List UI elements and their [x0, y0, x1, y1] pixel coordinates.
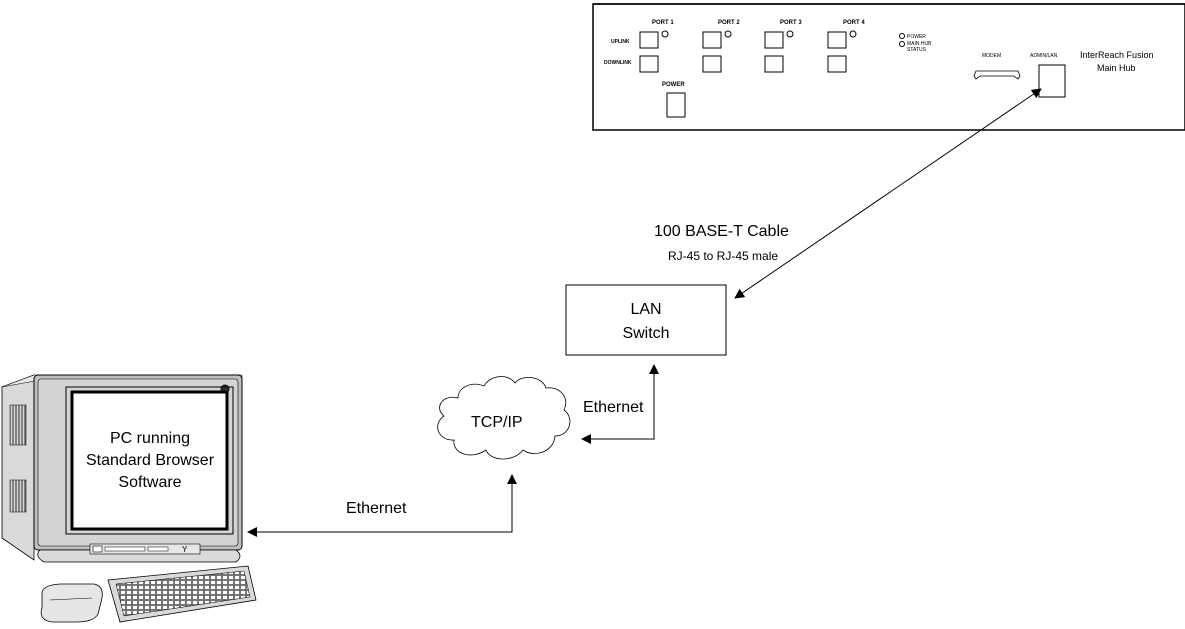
port-4-uplink: [827, 31, 847, 49]
pc-line2: Standard Browser: [86, 452, 215, 469]
ethernet-lower-label: Ethernet: [346, 500, 407, 517]
switch-line1: LAN: [630, 301, 661, 318]
cable-line: [734, 88, 1042, 299]
main-hub-panel: PORT 1 PORT 2 PORT 3 PORT 4 UPLINK DOWNL…: [592, 3, 1185, 131]
cable-subtitle: RJ-45 to RJ-45 male: [668, 249, 778, 263]
admin-lan-label: ADMIN/LAN: [1030, 53, 1058, 59]
port-2-uplink: [702, 31, 722, 49]
port-2-downlink: [702, 55, 722, 73]
port-4-downlink: [827, 55, 847, 73]
cable-title: 100 BASE-T Cable: [654, 223, 789, 240]
pc-cloud-link: [247, 474, 517, 537]
power-led-label: POWER: [907, 34, 926, 40]
ethernet-upper-label: Ethernet: [583, 399, 644, 416]
main-hub-status-led: [899, 41, 905, 47]
tcp-ip-cloud: TCP/IP: [437, 376, 571, 460]
downlink-label: DOWNLINK: [604, 60, 632, 66]
port-1-downlink: [639, 55, 659, 73]
port-2-label: PORT 2: [718, 20, 740, 26]
cloud-label: TCP/IP: [471, 414, 523, 431]
modem-label: MODEM: [982, 53, 1001, 59]
port-1-uplink: [639, 31, 659, 49]
pc-line3: Software: [118, 474, 181, 491]
main-hub-status-label: STATUS: [907, 47, 927, 53]
power-led: [899, 33, 905, 39]
admin-lan-port: [1038, 64, 1066, 98]
port-4-label: PORT 4: [843, 20, 865, 26]
power-label: POWER: [662, 82, 685, 88]
power-switch: [666, 92, 686, 118]
mouse-icon: [40, 583, 103, 623]
port-3-downlink: [764, 55, 784, 73]
port-3-label: PORT 3: [780, 20, 802, 26]
modem-connector: [973, 70, 1021, 80]
hub-title-line1: InterReach Fusion: [1080, 50, 1154, 60]
uplink-label: UPLINK: [611, 39, 630, 45]
pc-line1: PC running: [110, 430, 190, 447]
hub-title-line2: Main Hub: [1097, 63, 1136, 73]
switch-cloud-link: [581, 364, 659, 444]
port-3-uplink: [764, 31, 784, 49]
port-3-led: [786, 30, 794, 38]
port-1-label: PORT 1: [652, 20, 674, 26]
pc-workstation: PC running Standard Browser Software Y: [1, 374, 257, 623]
lan-switch: LAN Switch: [565, 284, 727, 356]
monitor-screen: [70, 390, 229, 531]
port-1-led: [661, 30, 669, 38]
port-4-led: [849, 30, 857, 38]
drive-logo-icon: Y: [182, 545, 188, 554]
main-hub-led-label: MAIN HUB: [907, 41, 932, 47]
switch-line2: Switch: [622, 325, 669, 342]
port-2-led: [724, 30, 732, 38]
